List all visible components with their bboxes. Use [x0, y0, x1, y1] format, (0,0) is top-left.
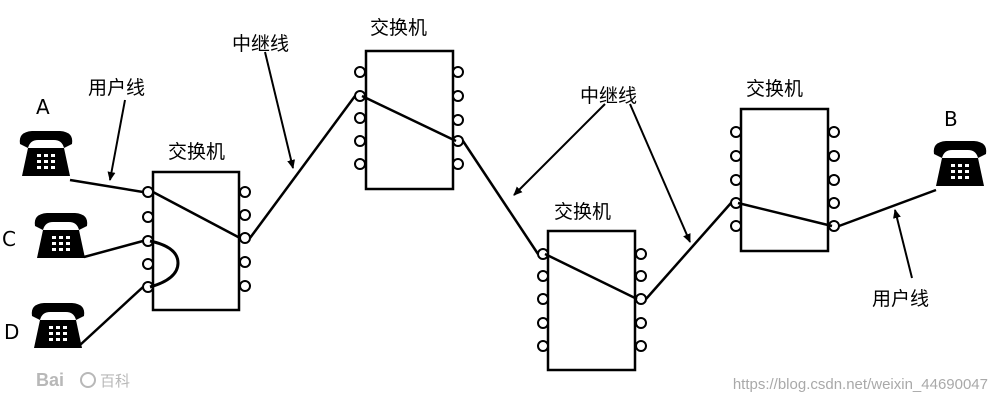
label-trunk-line-left: 中继线 [232, 33, 289, 55]
internal-loop [149, 239, 180, 289]
switch-box [151, 170, 241, 312]
switch-2 [354, 49, 464, 191]
internal-connection [361, 94, 457, 143]
label-phone-c: C [2, 227, 16, 251]
arrow-user-line-right [893, 209, 913, 279]
telephone-b-icon [933, 141, 987, 186]
connection-lines [69, 95, 937, 346]
internal-connection [152, 190, 241, 240]
label-trunk-line-right: 中继线 [580, 85, 637, 107]
arrow-trunk-line-right [629, 103, 691, 243]
telephone-a-icon [19, 131, 73, 176]
label-user-line-right: 用户线 [872, 288, 929, 310]
user-line-c [83, 239, 144, 259]
trunk-line-3-4 [645, 202, 732, 300]
trunk-line-2-3 [461, 140, 540, 255]
arrow-trunk-line-left [264, 51, 296, 169]
watermark-logo: Bai [36, 370, 64, 390]
label-switch-2: 交换机 [370, 17, 427, 39]
switch-4 [730, 107, 840, 253]
switch-box [546, 229, 637, 372]
arrow-trunk-line-mid [513, 103, 606, 196]
switch-1 [142, 170, 251, 312]
user-line-d [79, 286, 144, 346]
label-switch-1: 交换机 [168, 141, 225, 163]
watermark-logo-cn: 百科 [100, 373, 130, 390]
label-phone-a: A [36, 95, 50, 119]
internal-connection [544, 252, 638, 301]
switch-3 [537, 229, 647, 372]
trunk-line-1-2 [248, 95, 357, 239]
user-line-b [838, 188, 937, 228]
annotation-arrows [107, 51, 913, 279]
label-switch-3: 交换机 [554, 201, 611, 223]
watermark-url: https://blog.csdn.net/weixin_44690047 [733, 376, 988, 393]
paw-icon [80, 372, 96, 388]
watermark-left: Bai 百科 [36, 370, 130, 390]
telephone-d-icon [31, 303, 85, 348]
label-user-line-left: 用户线 [88, 77, 145, 99]
user-line-a [69, 178, 144, 194]
arrow-user-line-left [107, 99, 126, 181]
label-switch-4: 交换机 [746, 78, 803, 100]
telephone-c-icon [34, 213, 88, 258]
label-phone-b: B [944, 107, 958, 131]
switch-box [739, 107, 830, 253]
internal-connection [737, 201, 833, 228]
label-phone-d: D [4, 320, 19, 344]
